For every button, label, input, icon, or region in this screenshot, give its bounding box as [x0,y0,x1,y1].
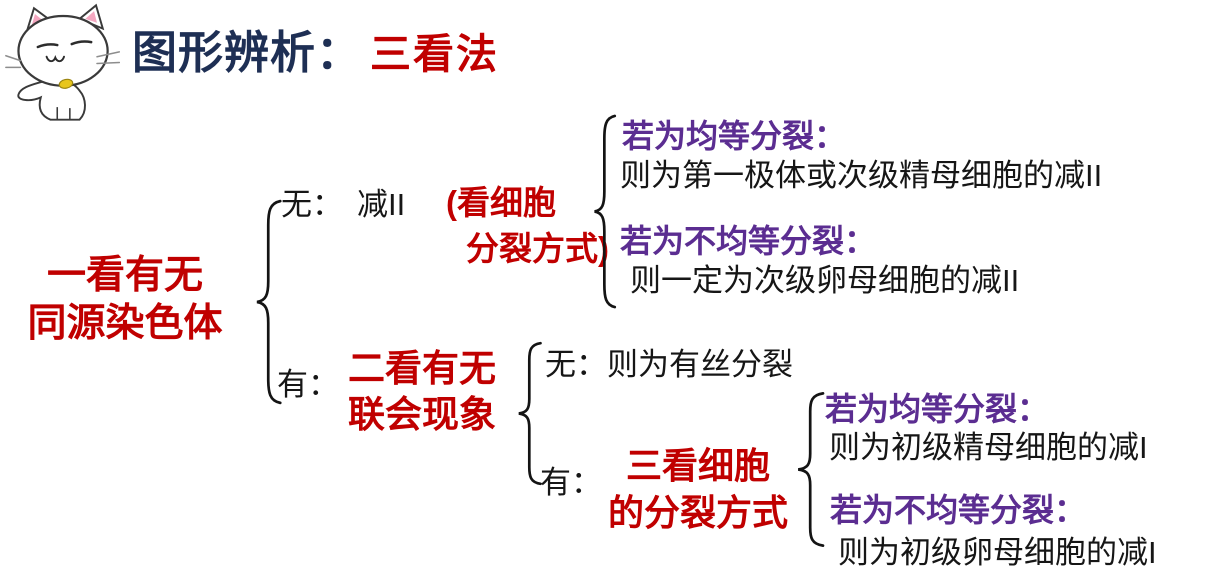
curly-brace-no-branch-icon [592,113,618,310]
page-title: 图形辨析： 三看法 [132,16,499,81]
no-branch-note-line2: 分裂方式) [466,230,609,267]
no-unequal-result: 则一定为次级卵母细胞的减II [630,263,1020,298]
no-branch-note-line1: (看细胞 [446,184,556,221]
yes-equal-condition: 若为均等分裂： [825,391,1050,427]
yes-unequal-condition: 若为不均等分裂： [830,492,1087,528]
level1-label-line2: 同源染色体 [27,302,223,345]
level1-label-line1: 一看有无 [46,254,203,297]
level3-label-line1: 三看细胞 [625,445,770,486]
yes-equal-result: 则为初级精母细胞的减I [829,430,1148,465]
no-branch-prefix: 无： [281,187,343,222]
level3-label-line2: 的分裂方式 [607,492,788,533]
yes-no-sub-text: 无：则为有丝分裂 [545,347,793,382]
curly-brace-level1-icon [254,198,284,406]
yes-unequal-result: 则为初级卵母细胞的减I [838,535,1157,570]
curly-brace-level3-icon [795,391,827,548]
no-unequal-condition: 若为不均等分裂： [620,223,877,259]
level3-label: 三看细胞 的分裂方式 [596,442,800,536]
no-equal-condition: 若为均等分裂： [622,118,847,154]
level2-label-line1: 二看有无 [348,348,496,389]
level2-label-line2: 联会现象 [348,394,496,435]
yes-yes-sub-prefix: 有： [540,465,602,500]
level1-label: 一看有无 同源染色体 [18,252,232,348]
no-branch-value: 减II [357,187,406,222]
no-equal-result: 则为第一极体或次级精母细胞的减II [620,158,1103,193]
yes-branch-prefix: 有： [277,367,339,402]
title-accent-text: 三看法 [370,31,500,77]
level2-label: 二看有无 联会现象 [336,346,508,438]
cat-mascot-icon [2,2,128,124]
curly-brace-yes-branch-icon [516,341,544,486]
title-text: 图形辨析： [132,27,363,78]
